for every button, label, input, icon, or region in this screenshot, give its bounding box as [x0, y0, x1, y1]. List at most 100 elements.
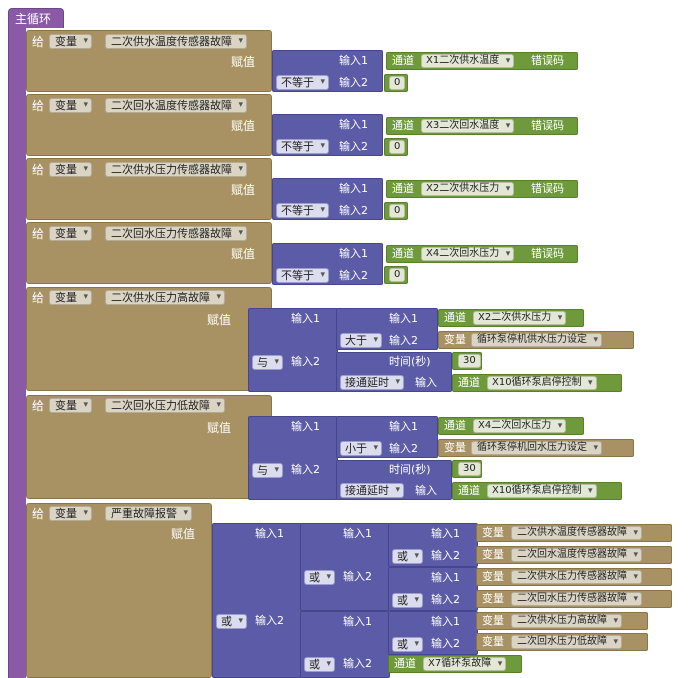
var-type-dropdown[interactable]: 变量 — [49, 506, 92, 521]
channel-dropdown[interactable]: X2二次供水压力 — [473, 311, 567, 325]
var-type-dropdown[interactable]: 变量 — [49, 34, 92, 49]
or-operator-dropdown[interactable]: 或 — [304, 657, 335, 672]
gt-operator-dropdown[interactable]: 大于 — [340, 333, 382, 348]
channel-block[interactable]: 通道 X2二次供水压力 错误码 — [386, 180, 578, 198]
channel-dropdown[interactable]: X3二次回水温度 — [421, 119, 515, 133]
var-type-dropdown[interactable]: 变量 — [49, 290, 92, 305]
channel-dropdown[interactable]: X4二次回水压力 — [473, 419, 567, 433]
channel-block[interactable]: 通道 X3二次回水温度 错误码 — [386, 117, 578, 135]
compare-var-dropdown[interactable]: 循环泵停机回水压力设定 — [471, 441, 602, 455]
leaf-var-dropdown[interactable]: 二次供水压力高故障 — [511, 614, 622, 628]
lt-operator-dropdown[interactable]: 小于 — [340, 441, 382, 456]
var-type-dropdown[interactable]: 变量 — [49, 226, 92, 241]
neq-compare-block[interactable]: 输入1 不等于 输入2 — [272, 50, 383, 92]
main-loop-header[interactable]: 主循环 — [8, 8, 64, 28]
leaf-var-dropdown[interactable]: 二次供水温度传感器故障 — [511, 526, 642, 540]
channel-dropdown[interactable]: X2二次供水压力 — [421, 182, 515, 196]
assign-block-return-temp-fault[interactable]: 给 变量 二次回水温度传感器故障 赋值 — [26, 94, 272, 156]
var-type-dropdown[interactable]: 变量 — [49, 98, 92, 113]
or-operator-dropdown[interactable]: 或 — [392, 637, 423, 652]
number-block[interactable]: 30 — [452, 352, 482, 370]
or-logic-block-lower[interactable]: 输入1 或 输入2 — [300, 611, 390, 678]
leaf-var-block[interactable]: 变量 二次供水压力传感器故障 — [476, 568, 672, 586]
channel-dropdown[interactable]: X10循环泵启停控制 — [487, 484, 597, 498]
and-operator-dropdown[interactable]: 与 — [252, 463, 283, 478]
and-logic-block[interactable]: 输入1 与 输入2 — [248, 416, 338, 500]
var-name-dropdown[interactable]: 二次回水温度传感器故障 — [105, 98, 247, 113]
channel-dropdown[interactable]: X10循环泵启停控制 — [487, 376, 597, 390]
channel-block[interactable]: 通道 X2二次供水压力 — [438, 309, 584, 327]
and-operator-dropdown[interactable]: 与 — [252, 355, 283, 370]
delay-on-block[interactable]: 时间(秒) 接通延时 输入 — [336, 352, 452, 392]
delay-on-dropdown[interactable]: 接通延时 — [340, 483, 404, 498]
assign-block-supply-temp-fault[interactable]: 给 变量 二次供水温度传感器故障 赋值 — [26, 30, 272, 92]
number-value[interactable]: 0 — [389, 76, 406, 90]
number-block[interactable]: 30 — [452, 460, 482, 478]
or-logic-block-upper[interactable]: 输入1 或 输入2 — [300, 523, 390, 611]
time-value[interactable]: 30 — [458, 354, 481, 368]
leaf-var-block[interactable]: 变量 二次回水压力低故障 — [476, 633, 648, 651]
number-block[interactable]: 0 — [384, 202, 408, 220]
neq-operator-dropdown[interactable]: 不等于 — [276, 268, 329, 283]
or-logic-block-a[interactable]: 输入1 或 输入2 — [388, 523, 478, 567]
channel-block[interactable]: 通道 X10循环泵启停控制 — [452, 482, 622, 500]
assign-block-serious-alarm[interactable]: 给 变量 严重故障报警 赋值 — [26, 503, 212, 678]
var-name-dropdown[interactable]: 二次回水压力传感器故障 — [105, 226, 247, 241]
time-value[interactable]: 30 — [458, 462, 481, 476]
channel-block[interactable]: 通道 X4二次回水压力 — [438, 417, 584, 435]
channel-dropdown[interactable]: X7循环泵故障 — [423, 657, 507, 671]
number-value[interactable]: 0 — [389, 204, 406, 218]
var-name-dropdown[interactable]: 严重故障报警 — [105, 506, 192, 521]
leaf-var-dropdown[interactable]: 二次供水压力传感器故障 — [511, 570, 642, 584]
compare-var-dropdown[interactable]: 循环泵停机供水压力设定 — [471, 333, 602, 347]
compare-var-block[interactable]: 变量 循环泵停机供水压力设定 — [438, 331, 634, 349]
delay-on-dropdown[interactable]: 接通延时 — [340, 375, 404, 390]
channel-dropdown[interactable]: X1二次供水温度 — [421, 54, 515, 68]
var-name-dropdown[interactable]: 二次供水压力传感器故障 — [105, 162, 247, 177]
or-operator-dropdown[interactable]: 或 — [392, 549, 423, 564]
leaf-var-dropdown[interactable]: 二次回水温度传感器故障 — [511, 548, 642, 562]
lt-compare-block[interactable]: 输入1 小于 输入2 — [336, 416, 438, 458]
or-operator-dropdown[interactable]: 或 — [304, 570, 335, 585]
var-type-dropdown[interactable]: 变量 — [49, 162, 92, 177]
neq-operator-dropdown[interactable]: 不等于 — [276, 139, 329, 154]
leaf-var-dropdown[interactable]: 二次回水压力传感器故障 — [511, 592, 642, 606]
leaf-var-block[interactable]: 变量 二次供水压力高故障 — [476, 612, 648, 630]
var-name-dropdown[interactable]: 二次供水压力高故障 — [105, 290, 225, 305]
var-name-dropdown[interactable]: 二次回水压力低故障 — [105, 398, 225, 413]
and-logic-block[interactable]: 输入1 与 输入2 — [248, 308, 338, 392]
or-logic-block-c[interactable]: 输入1 或 输入2 — [388, 611, 478, 655]
number-block[interactable]: 0 — [384, 266, 408, 284]
leaf-var-block[interactable]: 变量 二次回水温度传感器故障 — [476, 546, 672, 564]
delay-on-block[interactable]: 时间(秒) 接通延时 输入 — [336, 460, 452, 500]
assign-block-supply-pressure-fault[interactable]: 给 变量 二次供水压力传感器故障 赋值 — [26, 158, 272, 220]
or-logic-block-root[interactable]: 输入1 或 输入2 — [212, 523, 302, 678]
assign-block-return-pressure-fault[interactable]: 给 变量 二次回水压力传感器故障 赋值 — [26, 222, 272, 284]
neq-compare-block[interactable]: 输入1 不等于 输入2 — [272, 178, 383, 220]
gt-compare-block[interactable]: 输入1 大于 输入2 — [336, 308, 438, 350]
or-operator-dropdown[interactable]: 或 — [392, 593, 423, 608]
neq-compare-block[interactable]: 输入1 不等于 输入2 — [272, 243, 383, 285]
assign-block-return-pressure-low[interactable]: 给 变量 二次回水压力低故障 赋值 — [26, 395, 272, 499]
number-block[interactable]: 0 — [384, 138, 408, 156]
leaf-var-block[interactable]: 变量 二次回水压力传感器故障 — [476, 590, 672, 608]
channel-dropdown[interactable]: X4二次回水压力 — [421, 247, 515, 261]
leaf-var-block[interactable]: 变量 二次供水温度传感器故障 — [476, 524, 672, 542]
or-logic-block-b[interactable]: 输入1 或 输入2 — [388, 567, 478, 611]
leaf-var-dropdown[interactable]: 二次回水压力低故障 — [511, 635, 622, 649]
number-block[interactable]: 0 — [384, 74, 408, 92]
neq-operator-dropdown[interactable]: 不等于 — [276, 75, 329, 90]
or-operator-dropdown[interactable]: 或 — [216, 614, 247, 629]
var-name-dropdown[interactable]: 二次供水温度传感器故障 — [105, 34, 247, 49]
neq-operator-dropdown[interactable]: 不等于 — [276, 203, 329, 218]
neq-compare-block[interactable]: 输入1 不等于 输入2 — [272, 114, 383, 156]
assign-block-supply-pressure-high[interactable]: 给 变量 二次供水压力高故障 赋值 — [26, 287, 272, 391]
number-value[interactable]: 0 — [389, 140, 406, 154]
number-value[interactable]: 0 — [389, 268, 406, 282]
channel-block[interactable]: 通道 X1二次供水温度 错误码 — [386, 52, 578, 70]
channel-block[interactable]: 通道 X10循环泵启停控制 — [452, 374, 622, 392]
var-type-dropdown[interactable]: 变量 — [49, 398, 92, 413]
pump-fault-channel-block[interactable]: 通道 X7循环泵故障 — [388, 655, 522, 673]
channel-block[interactable]: 通道 X4二次回水压力 错误码 — [386, 245, 578, 263]
compare-var-block[interactable]: 变量 循环泵停机回水压力设定 — [438, 439, 634, 457]
